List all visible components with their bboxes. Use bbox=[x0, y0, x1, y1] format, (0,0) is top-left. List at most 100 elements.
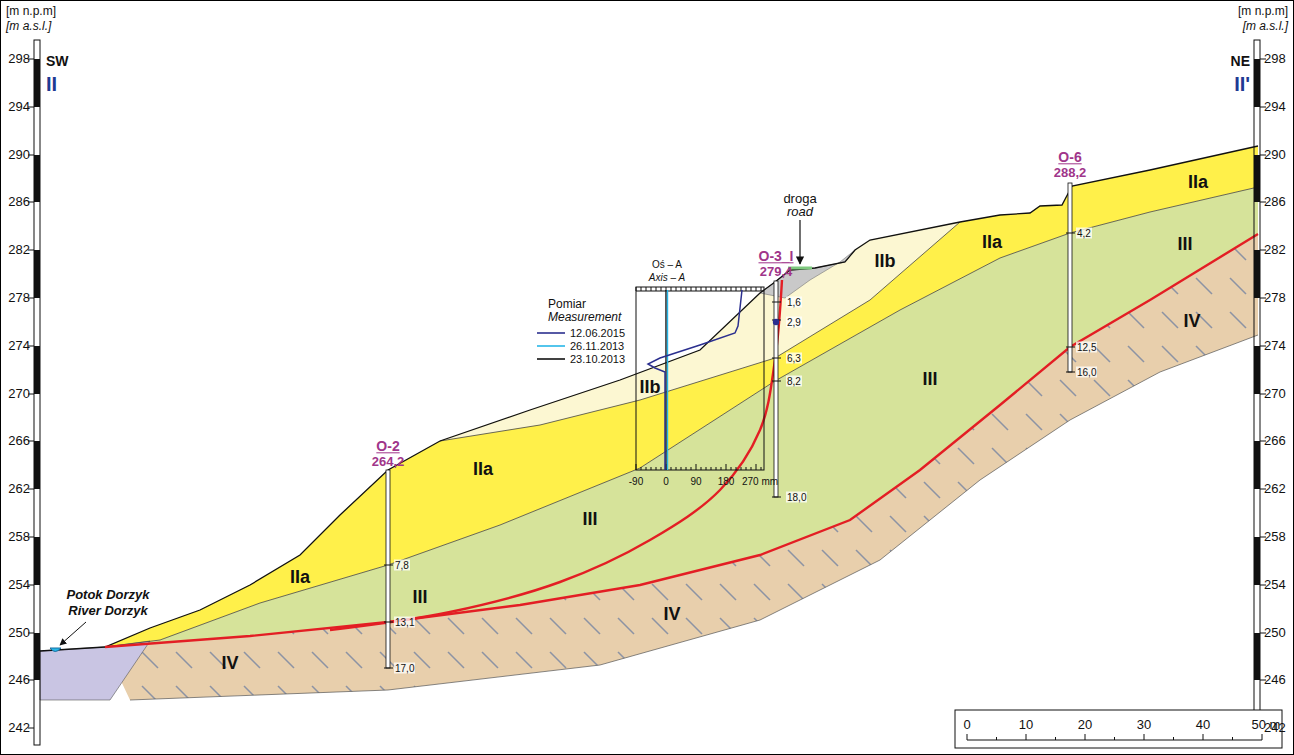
elevation-tick-label: 254 bbox=[1264, 578, 1286, 592]
inset-tick bbox=[706, 287, 707, 291]
borehole-elevation: 264,2 bbox=[372, 455, 405, 469]
layer-label: IIa bbox=[1188, 173, 1208, 193]
legend-swatch bbox=[537, 358, 565, 360]
inset-tick bbox=[676, 287, 677, 291]
depth-tick bbox=[1066, 347, 1075, 348]
inset-tick bbox=[746, 287, 747, 291]
depth-label: 12,5 bbox=[1076, 342, 1097, 353]
elevation-tick-label: 250 bbox=[8, 626, 30, 640]
elevation-tick-label: 290 bbox=[1264, 148, 1286, 162]
elevation-tick-label: 254 bbox=[8, 578, 30, 592]
inset-tick bbox=[726, 464, 727, 470]
elevation-tick-label: 294 bbox=[8, 100, 30, 114]
inset-tick bbox=[696, 287, 697, 291]
inset-axis-label: 0 bbox=[663, 476, 669, 487]
scale-tick bbox=[1114, 737, 1115, 740]
inset-tick bbox=[761, 287, 762, 291]
section-label: II' bbox=[1234, 73, 1250, 95]
slip-surface bbox=[105, 234, 1258, 647]
axis-bar bbox=[34, 40, 40, 745]
inset-tick bbox=[646, 467, 647, 470]
layer-iib bbox=[440, 222, 960, 441]
depth-label: 17,0 bbox=[394, 663, 415, 674]
inset-tick bbox=[636, 287, 637, 291]
inset-tick bbox=[681, 287, 682, 291]
inset-tick bbox=[651, 467, 652, 470]
layer-label: III bbox=[582, 510, 597, 530]
axis-bar bbox=[1254, 633, 1260, 680]
legend-text: 12.06.2015 bbox=[570, 327, 625, 339]
river-leader bbox=[60, 622, 86, 645]
elevation-tick-label: 266 bbox=[8, 434, 30, 448]
depth-tick bbox=[1066, 233, 1075, 234]
direction-label: SW bbox=[46, 54, 69, 69]
axis-bar bbox=[1254, 40, 1260, 745]
inset-tick bbox=[671, 467, 672, 470]
scale-label: 0 bbox=[963, 718, 970, 732]
layer-label: IIb bbox=[875, 252, 896, 272]
inset-tick bbox=[741, 467, 742, 470]
depth-tick bbox=[772, 358, 781, 359]
inset-tick bbox=[756, 287, 757, 291]
layer-label: IV bbox=[1183, 312, 1200, 332]
ground-surface bbox=[40, 146, 1258, 651]
layer-boundary bbox=[105, 187, 1258, 647]
inset-tick bbox=[761, 467, 762, 470]
inset-axis-label: -90 bbox=[629, 476, 643, 487]
layer-label: IIa bbox=[982, 233, 1002, 253]
scale-tick bbox=[967, 734, 968, 740]
axis-bar bbox=[34, 59, 40, 107]
elevation-tick-label: 278 bbox=[1264, 291, 1286, 305]
depth-label: 13,1 bbox=[394, 617, 415, 628]
elevation-tick-label: 242 bbox=[8, 721, 30, 735]
depth-label: 6,3 bbox=[786, 353, 802, 364]
inset-tick bbox=[716, 467, 717, 470]
scale-label: 30 bbox=[1137, 718, 1151, 732]
elevation-tick-label: 278 bbox=[8, 291, 30, 305]
scale-label: 40 bbox=[1196, 718, 1210, 732]
elevation-tick-label: 282 bbox=[1264, 243, 1286, 257]
borehole bbox=[386, 470, 390, 668]
scale-label: 20 bbox=[1078, 718, 1092, 732]
river-label: Potok Dorzyk bbox=[66, 588, 149, 602]
axis-unit: [m a.s.l.] bbox=[6, 20, 51, 33]
axis-bar bbox=[1254, 346, 1260, 394]
axis-bar bbox=[1254, 59, 1260, 107]
inset-title: Oś – A bbox=[652, 259, 682, 270]
borehole-elevation: 288,2 bbox=[1054, 166, 1087, 180]
elevation-tick-label: 270 bbox=[8, 387, 30, 401]
water-level bbox=[773, 319, 779, 325]
elevation-tick-label: 246 bbox=[1264, 673, 1286, 687]
inset-tick bbox=[696, 464, 697, 470]
inset-tick bbox=[676, 467, 677, 470]
elevation-tick-label: 258 bbox=[1264, 530, 1286, 544]
scale-tick bbox=[1144, 734, 1145, 740]
axis-bar bbox=[1254, 441, 1260, 489]
inset-tick bbox=[731, 287, 732, 291]
legend-text: 23.10.2013 bbox=[570, 353, 625, 365]
slip-surface bbox=[330, 280, 782, 630]
layer-label: IV bbox=[663, 605, 680, 625]
elevation-tick-label: 298 bbox=[8, 52, 30, 66]
depth-label: 8,2 bbox=[786, 376, 802, 387]
inset-tick bbox=[671, 287, 672, 291]
axis-bar bbox=[34, 633, 40, 680]
inset-tick bbox=[711, 287, 712, 291]
axis-unit: [m n.p.m] bbox=[1238, 5, 1288, 18]
inset-tick bbox=[721, 287, 722, 291]
inset-title: Axis – A bbox=[649, 272, 685, 283]
borehole bbox=[774, 281, 778, 497]
river bbox=[50, 648, 61, 652]
layer-boundary bbox=[130, 335, 1258, 700]
profile-line bbox=[667, 290, 668, 470]
inset-tick bbox=[716, 287, 717, 291]
layer-label: IIb bbox=[640, 378, 661, 398]
layer-label: IIa bbox=[473, 460, 493, 480]
inset-axis-label: 270 mm bbox=[742, 476, 778, 487]
elevation-tick-label: 286 bbox=[1264, 195, 1286, 209]
legend-title: Pomiar bbox=[548, 298, 586, 311]
depth-label: 1,6 bbox=[786, 297, 802, 308]
scale-tick bbox=[1085, 734, 1086, 740]
